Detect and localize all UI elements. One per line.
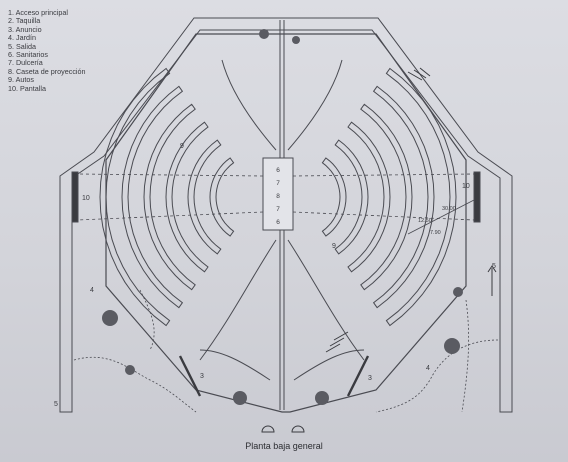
parking-row-right xyxy=(372,85,435,309)
entry-lane-left xyxy=(199,349,271,381)
label-garden-left: 4 xyxy=(90,287,94,294)
parking-area-outline xyxy=(105,33,467,413)
projection-booth xyxy=(262,157,294,231)
sightline-left-top xyxy=(77,173,264,177)
parking-row-left xyxy=(165,121,209,273)
booth-number-label: 8 xyxy=(276,193,280,200)
screen-left xyxy=(71,171,79,223)
legend-item: 2. Taquilla xyxy=(8,16,41,26)
parking-row-left xyxy=(143,103,196,291)
dimension-line xyxy=(407,199,475,235)
booth-number-label: 6 xyxy=(276,167,280,174)
parking-row-left xyxy=(121,85,184,309)
label-sign-left: 3 xyxy=(200,373,204,380)
sightline-left-bot xyxy=(77,211,264,221)
label-garden-right: 4 xyxy=(426,365,430,372)
entry-lane-right xyxy=(293,349,365,381)
garden-edge-right xyxy=(375,339,499,413)
legend-item: 7. Dulcería xyxy=(8,58,43,68)
dimension-label-3: 30.00 xyxy=(442,206,456,212)
legend-item: 8. Caseta de proyección xyxy=(8,66,86,76)
top-divider-right xyxy=(287,59,343,151)
legend-item: 4. Jardín xyxy=(8,33,36,43)
parking-row-left xyxy=(187,139,222,255)
tree-icon xyxy=(259,29,269,39)
parking-row-right xyxy=(347,121,391,273)
parking-row-right xyxy=(360,103,413,291)
tree-icon xyxy=(125,365,135,375)
label-sign-right: 3 xyxy=(368,375,372,382)
ticket-booth-left xyxy=(261,425,275,433)
legend-item: 6. Sanitarios xyxy=(8,50,48,60)
site-boundary xyxy=(59,17,513,413)
label-screen-right: 10 xyxy=(462,183,470,190)
label-autos-left: 9 xyxy=(180,143,184,150)
sign-right xyxy=(346,355,370,397)
booth-number-label: 6 xyxy=(276,219,280,226)
tree-icon xyxy=(292,36,300,44)
label-exit-right: 5 xyxy=(492,263,496,270)
garden-edge-left-2 xyxy=(139,289,155,351)
screen-right xyxy=(473,171,481,223)
arrow-icon xyxy=(325,331,349,353)
legend-item: 10. Pantalla xyxy=(8,83,46,93)
booth-number-label: 7 xyxy=(276,180,280,187)
parking-row-right xyxy=(334,139,369,255)
bottom-divider-right xyxy=(287,239,365,361)
parking-row-right xyxy=(321,157,347,237)
legend-item: 3. Anuncio xyxy=(8,24,42,34)
plan-caption: Planta baja general xyxy=(245,441,323,451)
sightline-right-top xyxy=(292,173,475,177)
parking-row-left xyxy=(209,157,235,237)
booth-number-label: 7 xyxy=(276,206,280,213)
parking-row-left xyxy=(99,67,171,327)
sign-left xyxy=(178,355,202,397)
parking-rows-left xyxy=(99,67,235,327)
label-exit-left: 5 xyxy=(54,401,58,408)
sightline-right-bot xyxy=(292,211,475,221)
legend-item: 9. Autos xyxy=(8,75,34,85)
ticket-booth-right xyxy=(291,425,305,433)
legend-item: 5. Salida xyxy=(8,41,36,51)
tree-icon xyxy=(453,287,463,297)
arrow-icon xyxy=(407,67,431,81)
label-autos-right: 9 xyxy=(332,243,336,250)
garden-edge-left xyxy=(73,356,197,413)
tree-icon xyxy=(233,391,247,405)
dimension-label-1: 12.50 xyxy=(418,218,432,224)
bottom-divider-left xyxy=(199,239,277,361)
parking-row-right xyxy=(385,67,457,327)
tree-icon xyxy=(444,338,460,354)
tree-icon xyxy=(315,391,329,405)
arrow-icon xyxy=(487,265,497,296)
tree-icon xyxy=(102,310,118,326)
legend-item: 1. Acceso principal xyxy=(8,8,68,17)
top-divider-left xyxy=(221,59,277,151)
label-screen-left: 10 xyxy=(82,195,90,202)
parking-rows-right xyxy=(321,67,457,327)
garden-edge-right-2 xyxy=(461,299,469,413)
dimension-label-2: 7.90 xyxy=(430,230,441,236)
